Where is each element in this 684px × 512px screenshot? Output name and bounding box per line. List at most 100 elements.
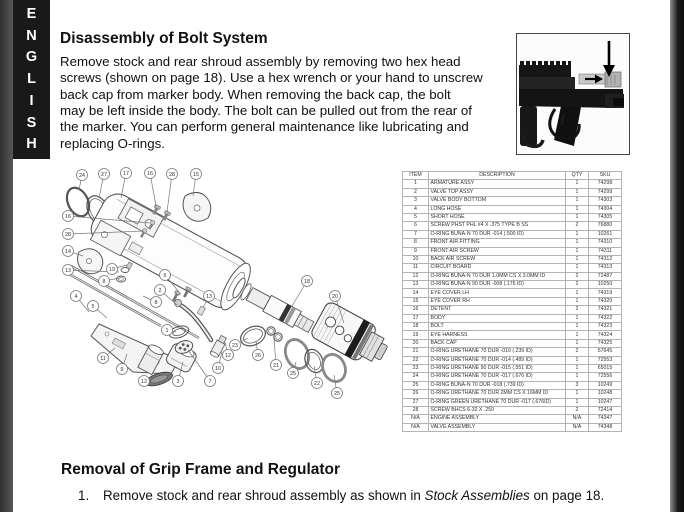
table-cell: 8 [402, 238, 429, 248]
o-ring-part [283, 338, 311, 370]
callout-circle [97, 352, 109, 364]
callout-number: 16 [147, 171, 153, 177]
table-cell: 74347 [588, 414, 622, 424]
callout-circle [166, 168, 178, 180]
table-cell: 6 [402, 221, 429, 231]
callout-number: 26 [255, 353, 261, 359]
solenoid-part [137, 344, 164, 376]
page-edge-right [670, 0, 684, 512]
callout-number: 17 [123, 171, 129, 177]
callout-circle [154, 284, 166, 296]
callout-circle [62, 264, 74, 276]
callout-circle [159, 269, 171, 281]
table-cell: 26 [402, 389, 429, 399]
table-cell: EYE HARNESS [428, 330, 566, 340]
callout-circle [331, 387, 343, 399]
callout-number: 12 [141, 379, 147, 385]
table-cell: 10250 [588, 280, 622, 290]
step-1: 1.Remove stock and rear shroud assembly … [78, 488, 604, 503]
table-cell: 57645 [588, 347, 622, 357]
table-cell: 74305 [588, 212, 622, 223]
table-cell: 1 [565, 355, 589, 366]
callout-circle [329, 290, 341, 302]
callout-number: 6 [164, 273, 167, 279]
table-cell: 10248 [588, 389, 622, 399]
callout-circle [203, 290, 215, 302]
callout-circle [252, 349, 264, 361]
o-ring-part [65, 186, 91, 218]
callout-circle [222, 349, 234, 361]
table-cell: 1 [565, 238, 589, 248]
table-cell: 74320 [588, 296, 622, 307]
callout-number: 21 [273, 363, 279, 369]
table-cell: 74348 [588, 422, 622, 433]
callout-number: 5 [92, 304, 95, 310]
table-cell: O-RING URETHANE 70 DUR -010 (.239 ID) [428, 347, 566, 357]
callout-number: 1 [166, 328, 169, 334]
table-cell: 4 [402, 204, 429, 214]
table-cell: 1 [565, 389, 589, 399]
callout-number: 13 [206, 294, 212, 300]
table-cell: 20 [402, 338, 429, 349]
table-header-cell: SKU [588, 170, 622, 181]
callout-circle [76, 169, 88, 181]
disc-part [145, 371, 173, 387]
table-cell: 2 [565, 280, 589, 290]
step-number: 1. [78, 488, 90, 503]
table-cell: N/A [402, 422, 429, 433]
o-ring-part [304, 348, 324, 374]
table-cell: O-RING BUNA-N 70 DUR -014 (.500 ID) [428, 229, 566, 240]
callout-circle [144, 167, 156, 179]
callout-number: 15 [193, 172, 199, 178]
callout-circle [62, 210, 74, 222]
table-cell: 72553 [588, 355, 622, 366]
table-cell: 2 [565, 271, 589, 282]
table-cell: O-RING URETHANE 70 DUR 2MM CS X 16MM ID [428, 389, 566, 399]
table-cell: BACK CAP [428, 338, 566, 349]
callout-number: 4 [75, 294, 78, 300]
callout-circle [172, 375, 184, 387]
table-cell: O-RING URETHANE 70 DUR -014 (.489 ID) [428, 355, 566, 366]
table-cell: EYE COVER RH [428, 296, 566, 307]
callout-number: 3 [177, 379, 180, 385]
table-cell: 74324 [588, 330, 622, 340]
table-cell: 76880 [588, 221, 622, 231]
language-letter: I [29, 92, 34, 109]
table-cell: VALVE BODY BOTTOM [428, 196, 566, 206]
table-cell: 3 [402, 196, 429, 206]
table-cell: 10247 [588, 397, 622, 407]
table-cell: VALVE TOP ASSY [428, 187, 566, 198]
table-cell: N/A [402, 414, 429, 424]
callout-circle [116, 363, 128, 375]
table-cell: 5 [402, 212, 429, 223]
table-cell: 2 [565, 347, 589, 357]
table-cell: 72556 [588, 372, 622, 382]
table-cell: 1 [565, 263, 589, 273]
table-cell: 74304 [588, 204, 622, 214]
page-edge-left [0, 0, 13, 512]
table-cell: N/A [565, 414, 589, 424]
table-cell: N/A [565, 422, 589, 433]
table-cell: FRONT AIR FITTING [428, 238, 566, 248]
eye-cover-hole [86, 258, 92, 264]
table-cell: 21 [402, 347, 429, 357]
table-cell: 14 [402, 288, 429, 298]
table-cell: 1 [565, 296, 589, 307]
callout-number: 2 [159, 288, 162, 294]
